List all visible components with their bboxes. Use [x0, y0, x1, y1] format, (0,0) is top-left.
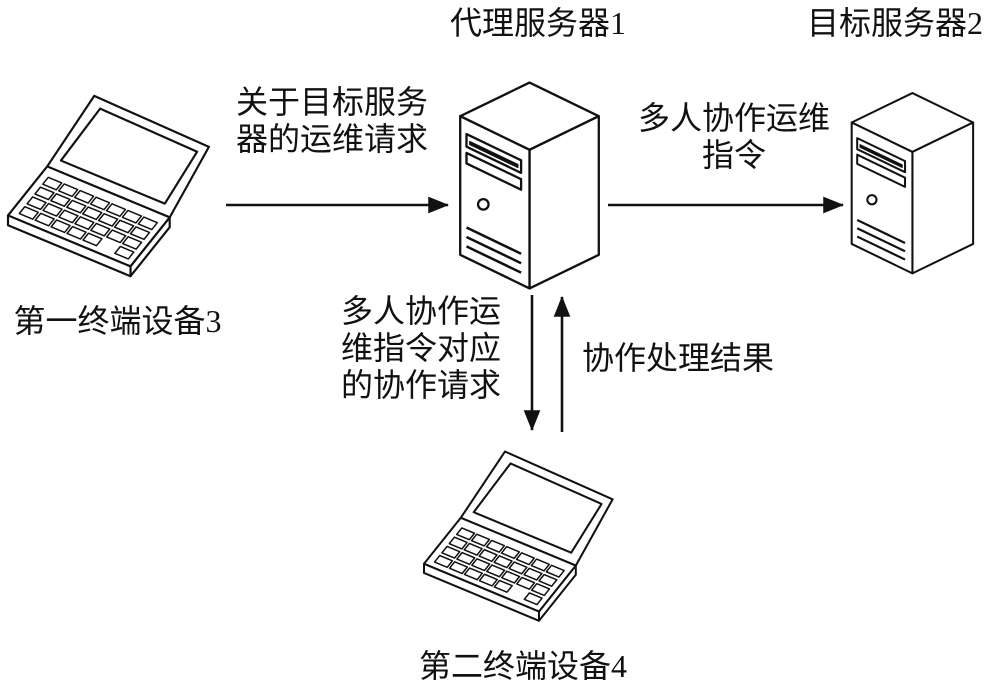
- edge-label-line: 多人协作运: [340, 293, 501, 329]
- edge-label-line: 的协作请求: [340, 367, 501, 403]
- proxy-server-icon: [458, 81, 601, 290]
- label-edge-collab-result: 协作处理结果: [582, 340, 775, 376]
- label-edge-collab-instruction: 多人协作运维 指令: [630, 100, 838, 174]
- edge-label-line: 关于目标服务: [235, 84, 428, 120]
- label-edge-collab-request: 多人协作运 维指令对应 的协作请求: [336, 293, 506, 404]
- edge-label-line: 器的运维请求: [235, 121, 428, 157]
- terminal-1-laptop-icon: [6, 94, 210, 278]
- label-terminal-1: 第一终端设备3: [13, 303, 222, 339]
- edge-label-line: 维指令对应: [340, 330, 501, 366]
- terminal-2-laptop-icon: [422, 450, 614, 622]
- edge-label-line: 指令: [701, 137, 766, 173]
- label-edge-om-request: 关于目标服务 器的运维请求: [228, 84, 436, 158]
- label-terminal-2: 第二终端设备4: [418, 648, 627, 684]
- label-target-server: 目标服务器2: [806, 5, 983, 41]
- arrows: [226, 196, 845, 432]
- label-proxy-server: 代理服务器1: [449, 5, 626, 41]
- target-server-icon: [850, 91, 975, 275]
- edge-label-line: 多人协作运维: [637, 100, 830, 136]
